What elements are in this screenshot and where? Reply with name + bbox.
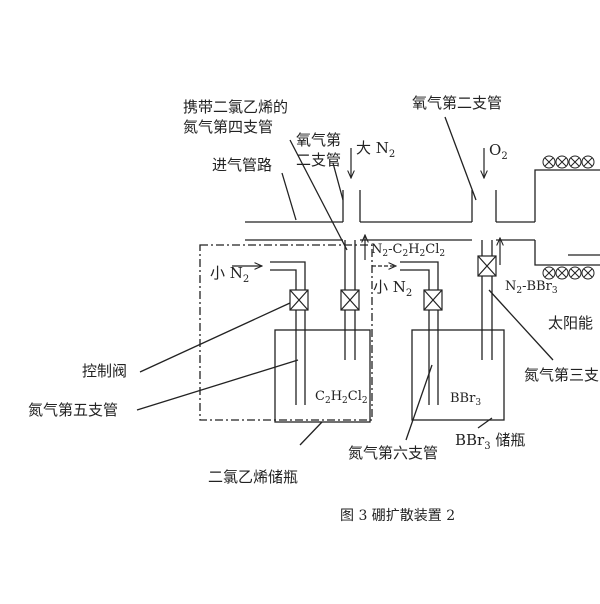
figure-caption: 图 3 硼扩散装置 2 [340,508,455,524]
label-inlet-pipe: 进气管路 [212,156,272,174]
label-n2-c2h2cl2: N2-C2H2Cl2 [371,242,445,259]
label-n2-branch3: 氮气第三支 [524,366,599,384]
leader-o2-branch1 [332,162,344,201]
valve-right-bottle [423,289,443,311]
leader-branch6 [405,364,433,441]
label-bbr3-bottle: BBr3 储瓶 [455,431,525,452]
leader-bbr3-bottle [477,417,493,429]
heater-coils-top [542,155,595,169]
label-n2-branch6: 氮气第六支管 [348,444,438,462]
label-carrier-line2: 氮气第四支管 [183,118,273,136]
bbr3-bottle-body [411,329,505,421]
control-box [199,244,373,421]
label-big-n2: 大 N2 [356,139,395,160]
valve-mid [340,289,360,311]
leader-valve [139,302,291,373]
label-n2-bbr3: N2-BBr3 [505,279,558,296]
leader-branch3 [488,289,554,361]
label-valve: 控制阀 [82,362,127,380]
leader-branch5 [136,359,299,411]
valve-bbr3 [477,255,497,277]
label-o2-branch1-line2: 二支管 [296,151,341,169]
leader-o2-branch2 [444,116,477,201]
label-bbr3-in-bottle: BBr3 [450,391,481,408]
heater-coils-bottom [542,266,595,280]
leader-carrier [289,139,348,251]
leader-dce-bottle [299,421,323,446]
label-small-n2-mid: 小 N2 [373,278,412,299]
label-carrier-line1: 携带二氯乙烯的 [183,98,288,116]
label-small-n2-left: 小 N2 [210,264,249,285]
furnace-tube [534,169,600,266]
label-o2: O2 [489,141,508,162]
label-n2-branch5: 氮气第五支管 [28,401,118,419]
dce-bottle-body [274,329,371,423]
label-solar: 太阳能 [548,314,593,332]
n2-branch6-tube [400,261,439,405]
label-o2-branch2: 氧气第二支管 [412,94,502,112]
valve-left [289,289,309,311]
label-c2h2cl2: C2H2Cl2 [315,389,368,406]
leader-inlet [281,172,297,221]
label-dce-bottle: 二氯乙烯储瓶 [208,468,298,486]
label-o2-branch1-line1: 氧气第 [296,131,341,149]
